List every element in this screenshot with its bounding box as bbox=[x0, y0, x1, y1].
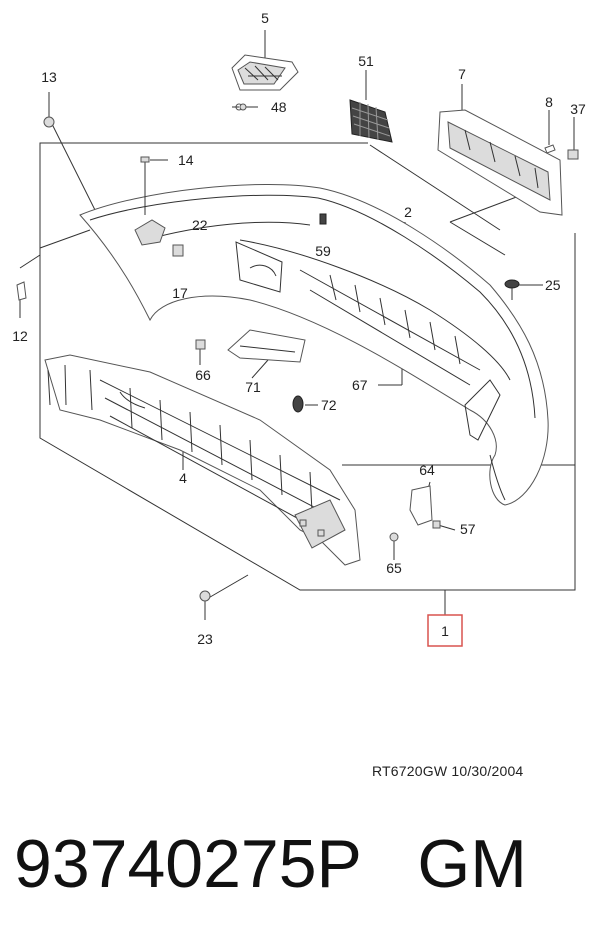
callout-labels: 1 2 4 5 7 8 12 13 14 17 22 23 25 37 48 5… bbox=[12, 10, 586, 647]
part-64-bracket bbox=[409, 485, 433, 526]
part-65-screw bbox=[389, 532, 399, 542]
callout-71: 71 bbox=[245, 379, 261, 395]
callout-5: 5 bbox=[261, 10, 269, 26]
callout-67: 67 bbox=[352, 377, 368, 393]
part-23-nut bbox=[199, 590, 211, 602]
part-13-clip bbox=[43, 116, 55, 128]
reference-code: RT6720GW 10/30/2004 bbox=[372, 763, 524, 779]
part-25-push-pin bbox=[504, 279, 520, 300]
callout-37: 37 bbox=[570, 101, 586, 117]
callout-59: 59 bbox=[315, 243, 331, 259]
part-5-lamp-housing bbox=[231, 54, 299, 111]
callout-17: 17 bbox=[172, 285, 188, 301]
part-72-push-pin bbox=[292, 395, 304, 413]
part-12-clip bbox=[16, 281, 27, 301]
callout-51: 51 bbox=[358, 53, 374, 69]
callout-22: 22 bbox=[192, 217, 208, 233]
callout-64: 64 bbox=[419, 462, 435, 478]
part-37-nut bbox=[567, 149, 579, 160]
part-66-nut bbox=[195, 339, 206, 350]
part-51-grille bbox=[349, 99, 393, 143]
callout-8: 8 bbox=[545, 94, 553, 110]
part-22-bracket bbox=[134, 219, 166, 246]
callout-25: 25 bbox=[545, 277, 561, 293]
part-number: 93740275P GM bbox=[14, 826, 527, 902]
part-71-bracket bbox=[227, 329, 306, 363]
callout-13: 13 bbox=[41, 69, 57, 85]
callout-2: 2 bbox=[404, 204, 412, 220]
assembly-frame bbox=[39, 142, 576, 591]
callout-72: 72 bbox=[321, 397, 337, 413]
part-8-screw bbox=[544, 144, 556, 154]
callout-1: 1 bbox=[441, 623, 449, 639]
part-17-nut bbox=[172, 244, 184, 257]
part-57-clip bbox=[432, 520, 441, 529]
callout-48: 48 bbox=[271, 99, 287, 115]
part-4-beam bbox=[44, 354, 361, 566]
part-7-plate-bracket bbox=[437, 109, 563, 216]
callout-23: 23 bbox=[197, 631, 213, 647]
part-2-bumper-cover bbox=[79, 183, 549, 506]
callout-12: 12 bbox=[12, 328, 28, 344]
callout-57: 57 bbox=[460, 521, 476, 537]
part-48-screw bbox=[239, 103, 247, 111]
callout-1-box bbox=[427, 614, 463, 647]
part-59-clip bbox=[319, 213, 327, 225]
callout-14: 14 bbox=[178, 152, 194, 168]
callout-7: 7 bbox=[458, 66, 466, 82]
callout-65: 65 bbox=[386, 560, 402, 576]
callout-4: 4 bbox=[179, 470, 187, 486]
part-14-screw bbox=[140, 156, 150, 215]
callout-66: 66 bbox=[195, 367, 211, 383]
